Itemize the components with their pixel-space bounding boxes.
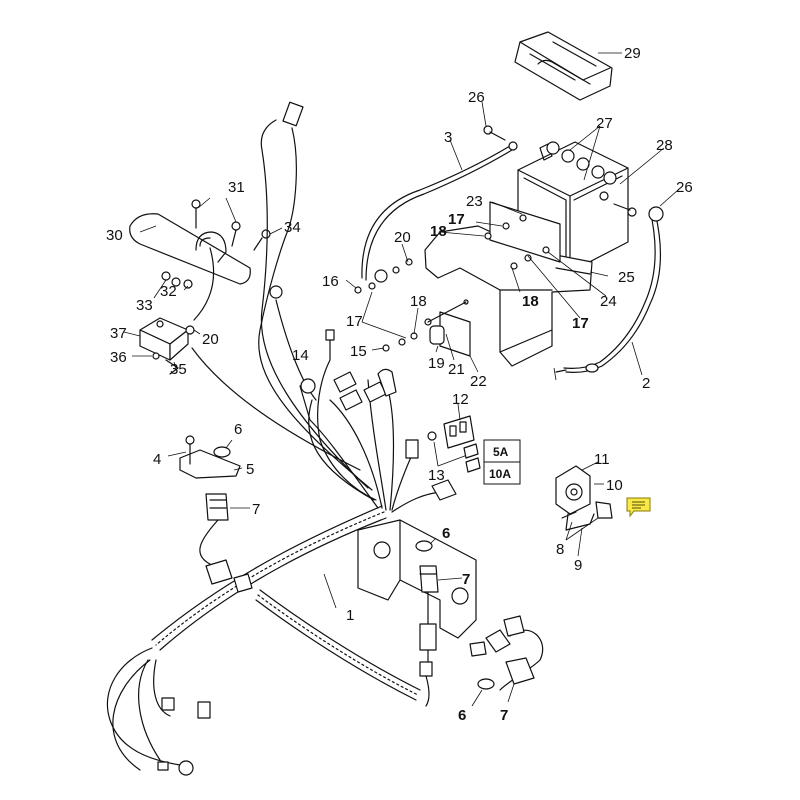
callout-14: 14 <box>292 347 309 364</box>
callout-6-a: 6 <box>234 421 242 438</box>
part-2-ground-cable <box>553 206 664 381</box>
callout-17-a: 17 <box>346 313 363 330</box>
callout-6-c: 6 <box>458 707 466 724</box>
callout-7-b: 7 <box>462 571 470 588</box>
callout-20-a: 20 <box>394 229 411 246</box>
callout-24: 24 <box>600 293 617 310</box>
callout-labels: 1 2 3 4 5 6 7 8 9 10 11 12 13 14 15 16 1… <box>106 45 693 724</box>
callout-8: 8 <box>556 541 564 558</box>
fuse-value-boxes <box>483 439 521 485</box>
fuse-label-5a: 5A <box>493 445 509 459</box>
part-1-main-harness <box>106 101 457 776</box>
callout-13: 13 <box>428 467 445 484</box>
callout-36: 36 <box>110 349 127 366</box>
callout-17-c: 17 <box>572 315 589 332</box>
part-3-battery-cable <box>361 139 518 283</box>
callout-28: 28 <box>656 137 673 154</box>
part-30-bracket <box>129 197 283 321</box>
callout-2: 2 <box>642 375 650 392</box>
callout-12: 12 <box>452 391 469 408</box>
callout-9: 9 <box>574 557 582 574</box>
callout-26-b: 26 <box>676 179 693 196</box>
callout-37: 37 <box>110 325 127 342</box>
callout-22: 22 <box>470 373 487 390</box>
callout-3: 3 <box>444 129 452 146</box>
callout-1: 1 <box>346 607 354 624</box>
callout-34: 34 <box>284 219 301 236</box>
fuse-label-10a: 10A <box>489 467 511 481</box>
part-37-relay <box>123 317 201 375</box>
part-8-switch <box>555 461 613 557</box>
part-23-hold-down-plate <box>489 201 561 263</box>
callout-4: 4 <box>153 451 161 468</box>
callout-17-b: 17 <box>448 211 465 228</box>
callout-35: 35 <box>170 361 187 378</box>
leader-lines <box>345 101 679 373</box>
part-5-sensor-bracket <box>167 435 250 521</box>
callout-32: 32 <box>160 283 177 300</box>
callout-7-c: 7 <box>500 707 508 724</box>
part-29-battery-cover-mat <box>514 31 622 101</box>
callout-11: 11 <box>594 451 610 468</box>
callout-10: 10 <box>606 477 623 494</box>
callout-25: 25 <box>618 269 635 286</box>
callout-20-b: 20 <box>202 331 219 348</box>
part-12-fuse-holder <box>427 403 481 473</box>
callout-29: 29 <box>624 45 641 62</box>
right-sensor-group <box>469 615 544 707</box>
callout-6-b: 6 <box>442 525 450 542</box>
callout-7-a: 7 <box>252 501 260 518</box>
callout-21: 21 <box>448 361 465 378</box>
callout-30: 30 <box>106 227 123 244</box>
callout-18-a: 18 <box>410 293 427 310</box>
callout-31: 31 <box>228 179 245 196</box>
callout-19: 19 <box>428 355 445 372</box>
callout-18-b: 18 <box>430 223 447 240</box>
callout-33: 33 <box>136 297 153 314</box>
callout-23: 23 <box>466 193 483 210</box>
callout-16: 16 <box>322 273 339 290</box>
fuse-labels: 5A 10A <box>489 445 511 481</box>
callout-5: 5 <box>246 461 254 478</box>
callout-26-a: 26 <box>468 89 485 106</box>
callout-18-c: 18 <box>522 293 539 310</box>
center-sensor-bracket <box>357 519 477 707</box>
callout-27: 27 <box>596 115 613 132</box>
callout-15: 15 <box>350 343 367 360</box>
speech-bubble-icon <box>626 497 651 518</box>
comment-button[interactable] <box>625 496 652 518</box>
